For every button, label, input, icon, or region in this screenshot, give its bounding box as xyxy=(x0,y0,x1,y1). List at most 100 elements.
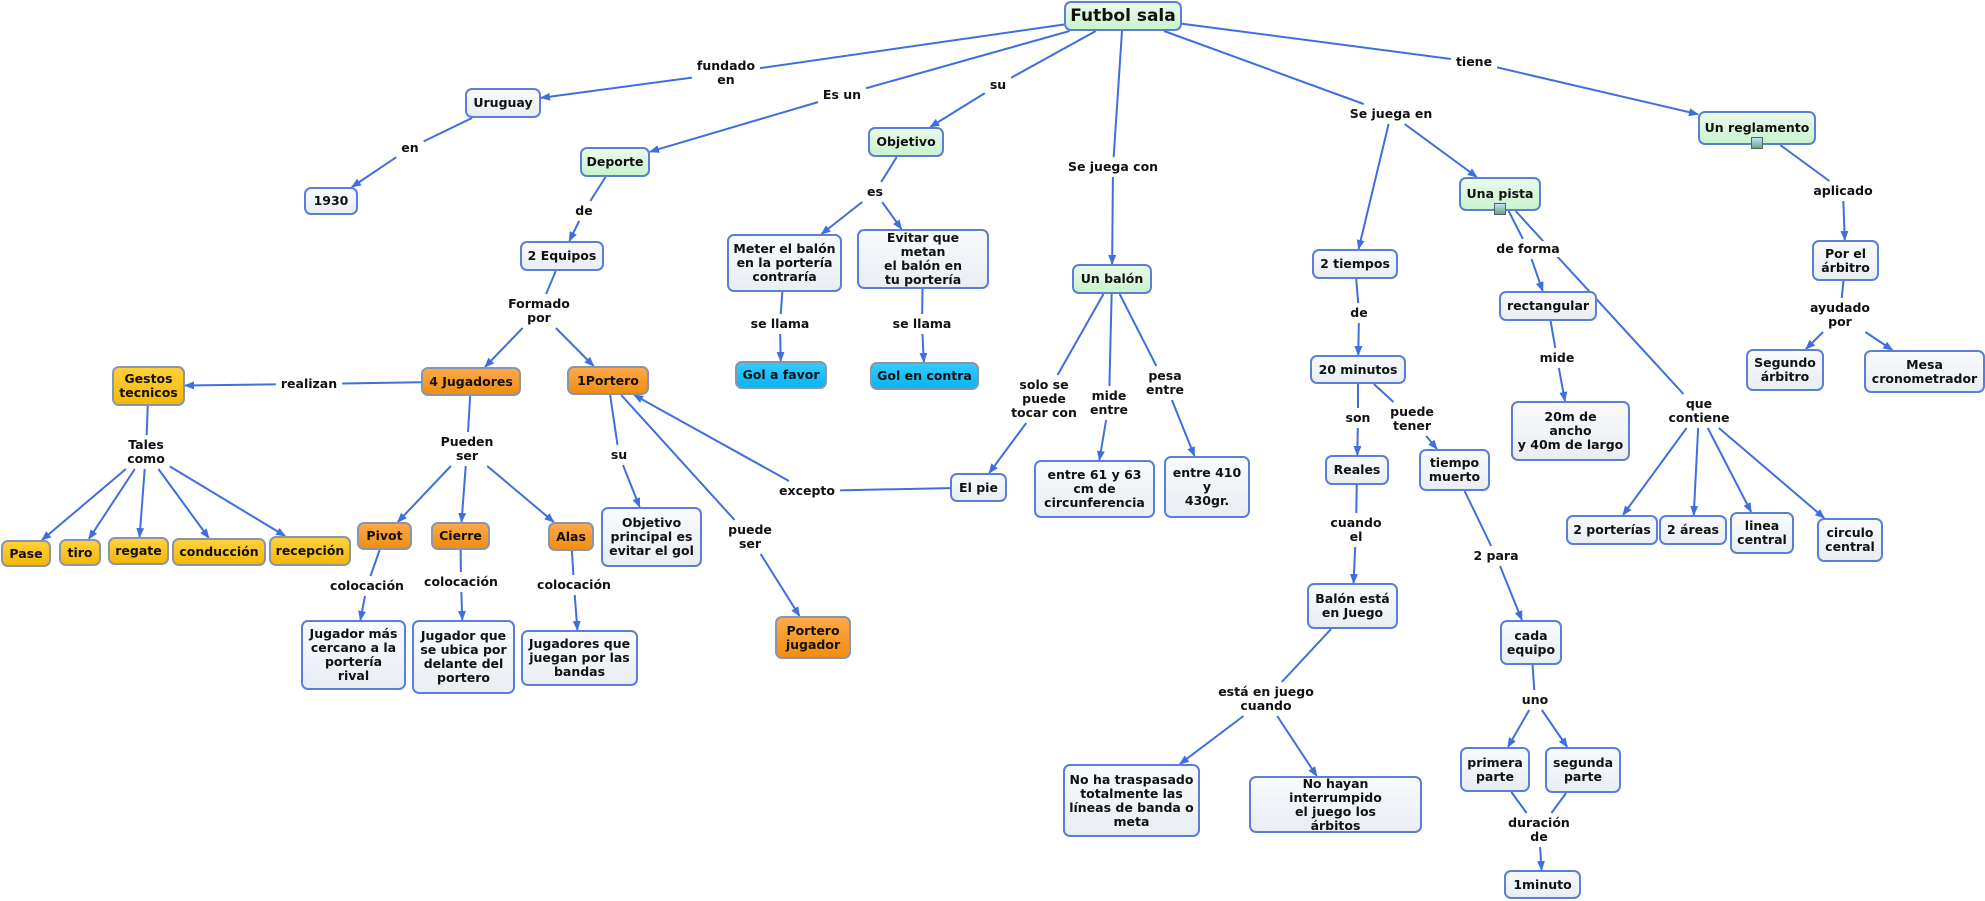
concept-node-no-traspasado[interactable]: No ha traspasado totalmente las líneas d… xyxy=(1063,764,1200,837)
concept-node-objetivo[interactable]: Objetivo xyxy=(868,127,944,157)
concept-node-un-minuto[interactable]: 1minuto xyxy=(1504,870,1581,899)
link-label-excepto: excepto xyxy=(776,483,838,499)
link-label-en: en xyxy=(398,140,422,156)
concept-node-futbol-sala[interactable]: Futbol sala xyxy=(1064,1,1182,31)
concept-node-evitar[interactable]: Evitar que metan el balón en tu portería xyxy=(857,229,989,289)
concept-node-segunda[interactable]: segunda parte xyxy=(1545,747,1621,793)
concept-node-rectangular[interactable]: rectangular xyxy=(1499,291,1597,321)
connector-line-69 xyxy=(1499,565,1523,621)
connector-line-22 xyxy=(881,201,903,230)
connector-line-8 xyxy=(1112,30,1124,158)
concept-node-cada-equipo[interactable]: cada equipo xyxy=(1500,620,1562,665)
link-label-coloc1: colocación xyxy=(327,578,407,594)
connector-line-81 xyxy=(1622,427,1688,516)
concept-node-veinte-min[interactable]: 20 minutos xyxy=(1310,355,1406,384)
connector-line-75 xyxy=(1537,846,1545,871)
connector-line-87 xyxy=(1840,280,1845,299)
concept-node-medidas[interactable]: 20m de ancho y 40m de largo xyxy=(1511,401,1630,461)
connector-line-44 xyxy=(572,594,581,631)
connector-line-11 xyxy=(1356,123,1390,250)
concept-node-dos-tiempos[interactable]: 2 tiempos xyxy=(1312,249,1398,279)
connector-line-21 xyxy=(820,201,863,235)
concept-node-obj-principal[interactable]: Objetivo principal es evitar el gol xyxy=(601,507,702,567)
concept-node-primera[interactable]: primera parte xyxy=(1460,747,1530,792)
concept-node-entre-61[interactable]: entre 61 y 63 cm de circunferencia xyxy=(1034,460,1155,518)
concept-node-uruguay[interactable]: Uruguay xyxy=(465,88,541,118)
concept-node-recepcion[interactable]: recepción xyxy=(269,536,351,566)
concept-node-pivot[interactable]: Pivot xyxy=(357,522,412,550)
connector-line-29 xyxy=(145,405,149,436)
concept-node-conduccion[interactable]: conducción xyxy=(172,538,266,566)
link-label-duracion: duración de xyxy=(1505,815,1573,845)
concept-node-dos-equipos[interactable]: 2 Equipos xyxy=(520,241,604,271)
concept-node-pase[interactable]: Pase xyxy=(1,540,51,567)
connector-line-31 xyxy=(88,468,136,540)
concept-node-alas[interactable]: Alas xyxy=(548,522,594,551)
connector-line-54 xyxy=(1096,419,1108,461)
concept-node-mesa-crono[interactable]: Mesa cronometrador xyxy=(1864,350,1985,393)
concept-node-dos-porterias[interactable]: 2 porterías xyxy=(1566,515,1658,545)
concept-node-portero1[interactable]: 1Portero xyxy=(567,366,649,395)
concept-node-no-interrumpido[interactable]: No hayan interrumpido el juego los árbit… xyxy=(1249,776,1422,833)
connector-line-20 xyxy=(880,156,898,183)
concept-node-linea-central[interactable]: linea central xyxy=(1730,512,1794,554)
link-label-puede-tener: puede tener xyxy=(1387,404,1437,434)
concept-node-jug-bandas[interactable]: Jugadores que juegan por las bandas xyxy=(521,630,638,686)
link-label-aplicado: aplicado xyxy=(1810,183,1876,199)
concept-node-entre-410[interactable]: entre 410 y 430gr. xyxy=(1164,456,1250,518)
concept-node-deporte[interactable]: Deporte xyxy=(580,147,650,177)
concept-node-circulo-central[interactable]: circulo central xyxy=(1817,518,1883,562)
concept-node-cierre[interactable]: Cierre xyxy=(431,522,490,550)
link-label-fundado: fundado en xyxy=(693,58,759,88)
link-label-su1: su xyxy=(986,77,1010,93)
connector-line-72 xyxy=(1541,709,1569,748)
concept-node-regate[interactable]: regate xyxy=(108,537,169,565)
concept-node-gol-contra[interactable]: Gol en contra xyxy=(870,362,979,390)
concept-node-portero-jugador[interactable]: Portero jugador xyxy=(775,616,851,659)
concept-node-un-balon[interactable]: Un balón xyxy=(1072,264,1152,294)
connector-line-27 xyxy=(342,381,422,385)
connector-line-38 xyxy=(486,465,555,523)
link-label-esta-juego: está en juego cuando xyxy=(1215,684,1317,714)
image-attachment-icon[interactable] xyxy=(1751,137,1763,149)
connector-line-52 xyxy=(988,422,1028,474)
concept-node-jug-cercano[interactable]: Jugador más cercano a la portería rival xyxy=(301,620,406,690)
connector-line-15 xyxy=(589,176,607,202)
connector-line-10 xyxy=(1163,30,1364,105)
link-label-son: son xyxy=(1342,410,1374,426)
concept-node-y1930[interactable]: 1930 xyxy=(304,187,358,215)
concept-node-dos-areas[interactable]: 2 áreas xyxy=(1659,515,1727,545)
concept-node-meter-balon[interactable]: Meter el balón en la portería contraría xyxy=(727,234,842,292)
concept-node-reales[interactable]: Reales xyxy=(1325,455,1389,485)
concept-node-segundo-arbitro[interactable]: Segundo árbitro xyxy=(1746,349,1824,391)
concept-node-tiempo-muerto[interactable]: tiempo muerto xyxy=(1419,449,1490,491)
connector-line-82 xyxy=(1690,427,1700,516)
concept-node-gestos[interactable]: Gestos tecnicos xyxy=(112,366,185,406)
link-label-sellama1: se llama xyxy=(747,316,813,332)
connector-line-3 xyxy=(351,156,397,188)
concept-node-tiro[interactable]: tiro xyxy=(59,539,101,566)
image-attachment-icon[interactable] xyxy=(1494,203,1506,215)
concept-node-jug-delante[interactable]: Jugador que se ubica por delante del por… xyxy=(412,620,515,694)
connector-line-36 xyxy=(397,465,452,523)
connector-line-7 xyxy=(929,92,986,128)
concept-node-gol-favor[interactable]: Gol a favor xyxy=(735,361,827,389)
concept-node-el-pie[interactable]: El pie xyxy=(950,473,1007,502)
concept-node-cuatro-jug[interactable]: 4 Jugadores xyxy=(421,367,521,396)
link-label-tiene: tiene xyxy=(1452,54,1496,70)
connector-line-65 xyxy=(1281,628,1332,683)
connector-line-50 xyxy=(633,394,790,482)
link-label-coloc3: colocación xyxy=(534,577,614,593)
connector-line-48 xyxy=(759,553,801,617)
connector-line-23 xyxy=(779,291,784,315)
concept-node-balon-juego[interactable]: Balón está en Juego xyxy=(1307,583,1398,629)
connector-line-9 xyxy=(1108,176,1117,265)
connector-line-70 xyxy=(1531,664,1536,691)
connector-line-37 xyxy=(458,465,467,523)
connector-line-17 xyxy=(545,270,557,295)
connector-line-28 xyxy=(184,381,276,390)
connector-line-74 xyxy=(1550,792,1567,814)
concept-node-por-arbitro[interactable]: Por el árbitro xyxy=(1812,240,1879,281)
